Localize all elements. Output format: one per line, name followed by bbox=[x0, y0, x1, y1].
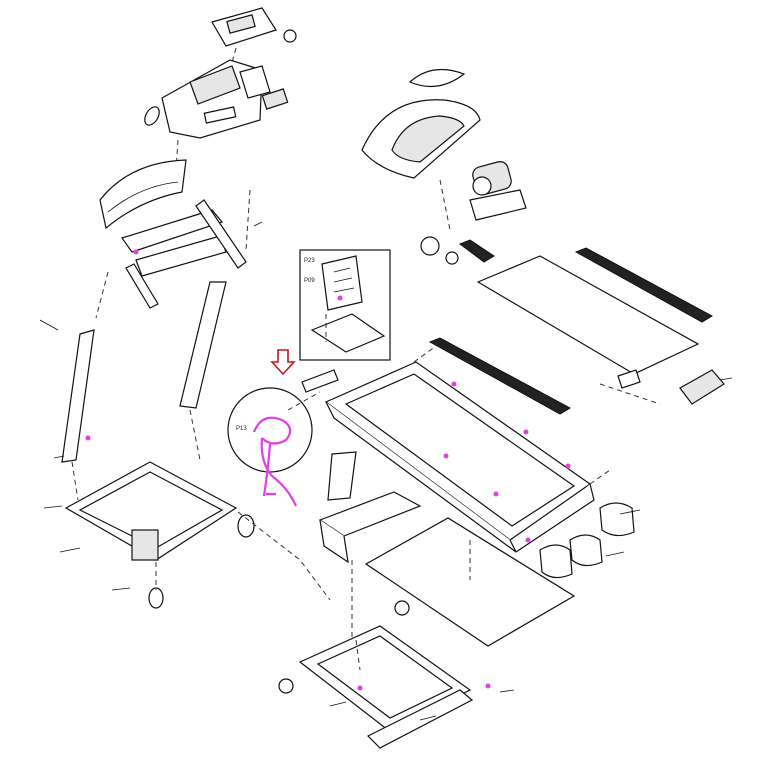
inset-callout-mid: P09 bbox=[304, 278, 315, 284]
harness-callout: P13 bbox=[236, 426, 247, 432]
motor-hood-assembly bbox=[361, 68, 527, 265]
lift-frame bbox=[278, 600, 474, 749]
left-base-frame bbox=[64, 461, 331, 609]
callout-leaders bbox=[39, 221, 733, 721]
console-assembly bbox=[95, 7, 297, 319]
inset-detail-box: P23 P09 bbox=[299, 249, 391, 361]
main-frame bbox=[301, 345, 635, 579]
wire-harness-inset: P13 bbox=[227, 387, 321, 507]
inset-callout-top: P23 bbox=[304, 258, 315, 264]
lower-tray bbox=[318, 451, 576, 647]
upright-posts bbox=[61, 281, 227, 501]
highlighted-bolts bbox=[85, 249, 571, 691]
upper-deck bbox=[428, 239, 725, 415]
down-arrow-icon bbox=[270, 349, 296, 376]
